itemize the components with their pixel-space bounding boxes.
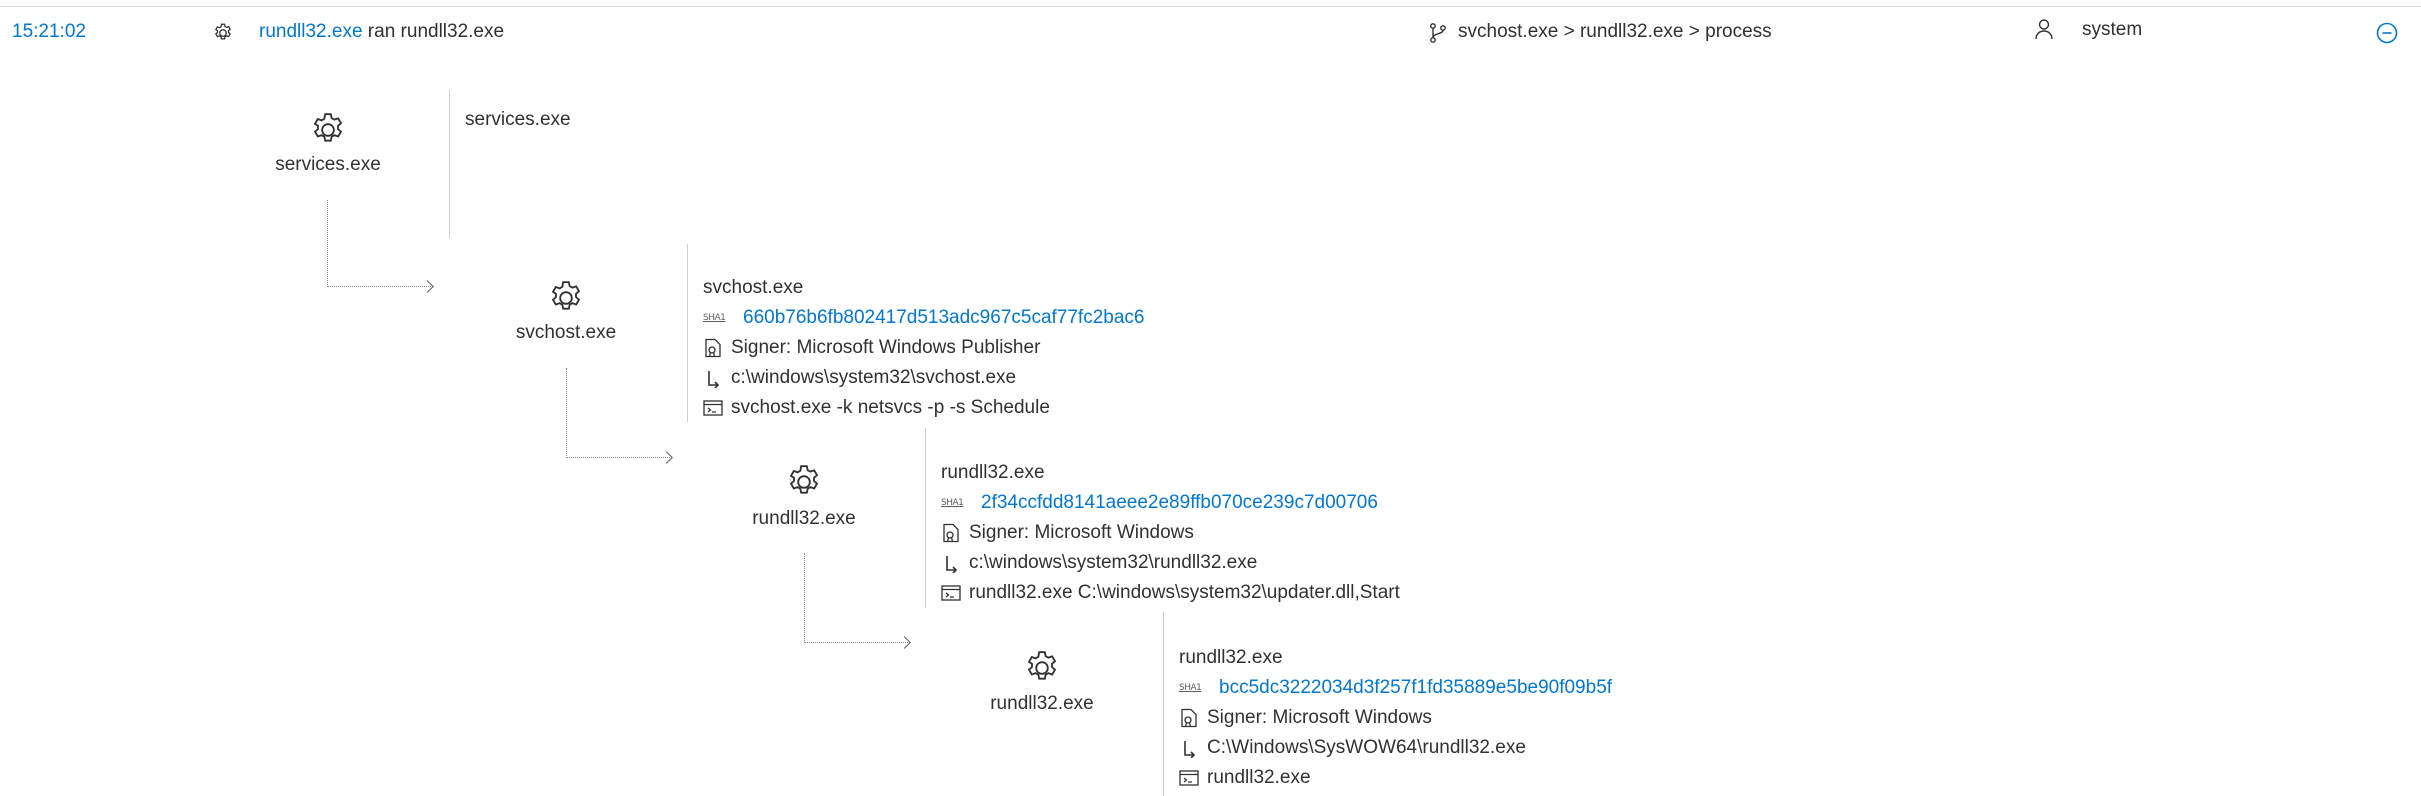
hash-row: SHA1 2f34ccfdd8141aeee2e89ffb070ce239c7d… (941, 491, 1378, 515)
hash-row: SHA1 660b76b6fb802417d513adc967c5caf77fc… (703, 306, 1144, 330)
hash-row: SHA1 bcc5dc3222034d3f257f1fd35889e5be90f… (1179, 676, 1612, 700)
tree-connector-vertical (566, 368, 567, 456)
command-line-icon (703, 398, 723, 418)
hash-link[interactable]: bcc5dc3222034d3f257f1fd35889e5be90f09b5f (1219, 677, 1613, 698)
sha1-icon: SHA1 (941, 497, 964, 508)
path-row: c:\windows\system32\svchost.exe (703, 366, 1016, 390)
detail-title: rundll32.exe (1179, 647, 1283, 668)
gear-icon (546, 278, 586, 318)
signer-text: Signer: Microsoft Windows (969, 522, 1194, 543)
event-summary: rundll32.exe ran rundll32.exe (259, 20, 504, 44)
chevron-right-icon (421, 280, 434, 293)
process-path: svchost.exe > rundll32.exe > process (1458, 21, 1772, 42)
tree-connector-horizontal (566, 457, 670, 458)
detail-divider (925, 428, 926, 608)
folder-path-icon (941, 553, 961, 573)
command-text: rundll32.exe C:\windows\system32\updater… (969, 582, 1400, 603)
signer-text: Signer: Microsoft Windows (1207, 707, 1432, 728)
event-time[interactable]: 15:21:02 (12, 21, 86, 42)
path-row: C:\Windows\SysWOW64\rundll32.exe (1179, 736, 1526, 760)
detail-title: svchost.exe (703, 277, 804, 298)
event-actor-link[interactable]: rundll32.exe (259, 21, 363, 42)
process-node-label[interactable]: rundll32.exe (990, 693, 1094, 714)
command-row: rundll32.exe C:\windows\system32\updater… (941, 581, 1400, 605)
gear-icon (308, 110, 348, 150)
path-text: C:\Windows\SysWOW64\rundll32.exe (1207, 737, 1526, 758)
hash-link[interactable]: 2f34ccfdd8141aeee2e89ffb070ce239c7d00706 (981, 492, 1378, 513)
process-node-label[interactable]: rundll32.exe (752, 508, 856, 529)
user-name: system (2082, 19, 2143, 40)
certificate-icon (1179, 708, 1199, 728)
gear-icon (784, 462, 824, 502)
folder-path-icon (1179, 738, 1199, 758)
tree-connector-vertical (804, 553, 805, 641)
tree-connector-horizontal (327, 286, 431, 287)
command-line-icon (941, 583, 961, 603)
folder-path-icon (703, 368, 723, 388)
command-text: rundll32.exe (1207, 767, 1311, 788)
signer-row: Signer: Microsoft Windows (1179, 706, 1432, 730)
chevron-right-icon (660, 451, 673, 464)
tree-connector-horizontal (804, 642, 908, 643)
certificate-icon (703, 338, 723, 358)
top-divider (0, 6, 2421, 7)
chevron-right-icon (898, 636, 911, 649)
detail-divider (449, 90, 450, 238)
event-action-text: ran rundll32.exe (362, 21, 505, 42)
gear-icon (1022, 648, 1062, 688)
certificate-icon (941, 523, 961, 543)
signer-row: Signer: Microsoft Windows Publisher (703, 336, 1040, 360)
path-text: c:\windows\system32\rundll32.exe (969, 552, 1258, 573)
command-row: rundll32.exe (1179, 766, 1311, 790)
sha1-icon: SHA1 (703, 312, 726, 323)
detail-title: services.exe (465, 109, 571, 130)
signer-text: Signer: Microsoft Windows Publisher (731, 337, 1041, 358)
command-text: svchost.exe -k netsvcs -p -s Schedule (731, 397, 1050, 418)
detail-divider (1163, 612, 1164, 796)
tree-connector-vertical (327, 200, 328, 285)
detail-divider (687, 244, 688, 422)
path-text: c:\windows\system32\svchost.exe (731, 367, 1017, 388)
branch-icon (1428, 22, 1448, 44)
detail-title: rundll32.exe (941, 462, 1045, 483)
command-row: svchost.exe -k netsvcs -p -s Schedule (703, 396, 1050, 420)
path-row: c:\windows\system32\rundll32.exe (941, 551, 1257, 575)
collapse-minus-icon[interactable] (2376, 22, 2398, 44)
user-icon (2034, 18, 2054, 40)
signer-row: Signer: Microsoft Windows (941, 521, 1194, 545)
process-node-label[interactable]: svchost.exe (515, 322, 617, 343)
hash-link[interactable]: 660b76b6fb802417d513adc967c5caf77fc2bac6 (743, 307, 1145, 328)
process-node-label[interactable]: services.exe (275, 154, 381, 175)
gear-icon (212, 22, 234, 44)
command-line-icon (1179, 768, 1199, 788)
sha1-icon: SHA1 (1179, 682, 1202, 693)
